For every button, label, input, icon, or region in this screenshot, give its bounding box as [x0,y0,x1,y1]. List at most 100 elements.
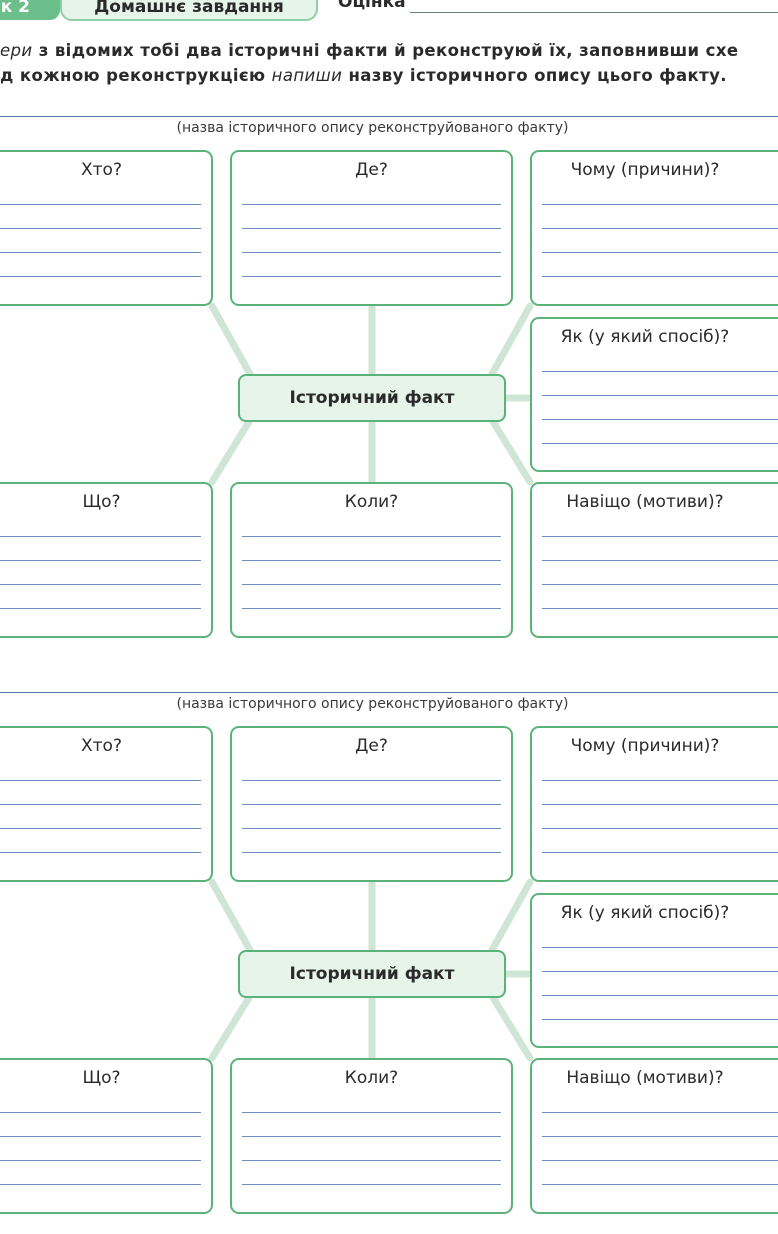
writing-line[interactable] [542,1136,778,1137]
what-box: Що? [0,1058,213,1214]
writing-line[interactable] [0,780,201,781]
purpose-label: Навіщо (мотиви)? [566,492,724,512]
writing-line[interactable] [242,584,501,585]
what-box: Що? [0,482,213,638]
writing-line[interactable] [0,560,201,561]
writing-line[interactable] [542,276,778,277]
historical-fact-center: Історичний факт [238,374,506,422]
writing-line[interactable] [542,584,778,585]
where-box: Де? [230,726,513,882]
writing-line[interactable] [242,228,501,229]
writing-line[interactable] [542,419,778,420]
fact-title-caption: (назва історичного опису реконструйовано… [176,696,569,712]
writing-line[interactable] [542,252,778,253]
writing-line[interactable] [542,1019,778,1020]
writing-line[interactable] [242,276,501,277]
task-instruction: ери з відомих тобі два історичні факти й… [0,38,778,88]
why-label: Чому (причини)? [570,160,720,180]
instruction-verb-2: напиши [271,66,343,85]
writing-line[interactable] [0,1136,201,1137]
who-box: Хто? [0,726,213,882]
writing-line[interactable] [242,252,501,253]
writing-line[interactable] [0,804,201,805]
writing-line[interactable] [242,1184,501,1185]
how-label: Як (у який спосіб)? [560,903,730,923]
writing-line[interactable] [542,536,778,537]
writing-line[interactable] [242,560,501,561]
writing-line[interactable] [542,971,778,972]
connector-purpose [488,416,534,486]
who-box: Хто? [0,150,213,306]
connector-lines [208,302,536,486]
when-label: Коли? [344,492,399,512]
writing-line[interactable] [0,1160,201,1161]
writing-line[interactable] [242,780,501,781]
writing-line[interactable] [542,371,778,372]
writing-line[interactable] [242,536,501,537]
writing-line[interactable] [542,947,778,948]
fact-scheme-1: (назва історичного опису реконструйовано… [0,116,778,638]
fact-scheme-2: (назва історичного опису реконструйовано… [0,692,778,1214]
writing-line[interactable] [242,804,501,805]
writing-line[interactable] [0,536,201,537]
purpose-box: Навіщо (мотиви)? [530,1058,778,1214]
writing-line[interactable] [242,1160,501,1161]
why-box: Чому (причини)? [530,150,778,306]
writing-line[interactable] [542,204,778,205]
writing-line[interactable] [542,852,778,853]
page-header: к 2 Домашнє завдання Оцінка [0,0,778,22]
writing-line[interactable] [242,1136,501,1137]
instruction-text-2: д кожною реконструкцією [0,66,272,85]
purpose-box: Навіщо (мотиви)? [530,482,778,638]
writing-line[interactable] [242,204,501,205]
connector-who [208,878,254,954]
grade-input-line[interactable] [410,12,778,13]
instruction-text-3: назву історичного опису цього факту. [342,66,727,85]
writing-line[interactable] [242,852,501,853]
fact-title-caption: (назва історичного опису реконструйовано… [176,120,569,136]
writing-line[interactable] [0,228,201,229]
writing-line[interactable] [542,1112,778,1113]
writing-line[interactable] [0,204,201,205]
writing-line[interactable] [542,228,778,229]
where-label: Де? [355,160,388,180]
writing-line[interactable] [542,395,778,396]
how-box: Як (у який спосіб)? [530,317,778,472]
where-box: Де? [230,150,513,306]
writing-line[interactable] [0,608,201,609]
how-box: Як (у який спосіб)? [530,893,778,1048]
homework-tab[interactable]: Домашнє завдання [60,0,318,21]
fact-title-line[interactable] [0,116,778,117]
purpose-label: Навіщо (мотиви)? [566,1068,724,1088]
writing-line[interactable] [0,252,201,253]
writing-line[interactable] [0,1112,201,1113]
writing-line[interactable] [0,1184,201,1185]
fact-title-line[interactable] [0,692,778,693]
writing-line[interactable] [542,995,778,996]
writing-line[interactable] [542,804,778,805]
why-label: Чому (причини)? [570,736,720,756]
writing-line[interactable] [542,1184,778,1185]
writing-line[interactable] [242,1112,501,1113]
writing-line[interactable] [242,828,501,829]
connector-who [208,302,254,378]
when-box: Коли? [230,482,513,638]
writing-line[interactable] [542,443,778,444]
writing-line[interactable] [542,828,778,829]
writing-line[interactable] [0,584,201,585]
what-label: Що? [82,1068,121,1088]
when-label: Коли? [344,1068,399,1088]
writing-line[interactable] [0,276,201,277]
writing-line[interactable] [542,608,778,609]
writing-line[interactable] [542,1160,778,1161]
writing-line[interactable] [0,852,201,853]
writing-line[interactable] [0,828,201,829]
instruction-verb-1: ери [0,41,33,60]
who-label: Хто? [81,160,122,180]
connector-why [488,302,534,378]
page-number-tab: к 2 [0,0,60,20]
writing-line[interactable] [542,560,778,561]
historical-fact-center: Історичний факт [238,950,506,998]
writing-line[interactable] [242,608,501,609]
writing-line[interactable] [542,780,778,781]
